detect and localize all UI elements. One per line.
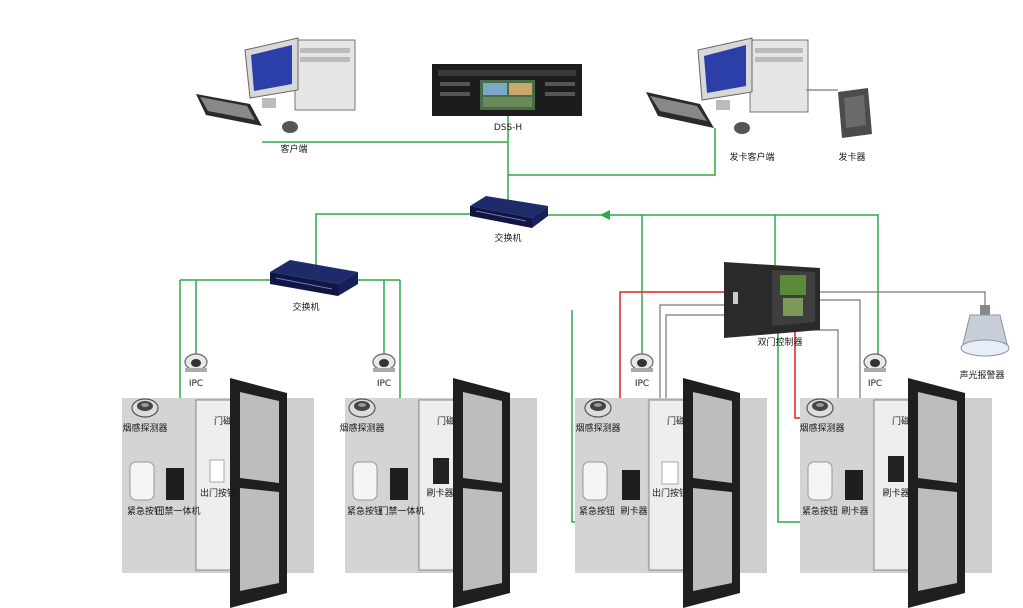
label-smoke-4: 烟感探测器 xyxy=(799,422,844,434)
ipc-camera-3 xyxy=(630,353,654,373)
label-ipc-2: IPC xyxy=(377,379,391,389)
strobe-light xyxy=(960,305,1010,357)
label-smoke-1: 烟感探测器 xyxy=(122,422,167,434)
label-all-in-one-2: 门禁一体机 xyxy=(379,505,424,517)
dss-server xyxy=(432,64,582,116)
flow-arrow-icon xyxy=(600,210,610,220)
left-switch xyxy=(270,260,358,296)
label-client-right: 发卡客户端 xyxy=(729,151,774,163)
label-card-issuer: 发卡器 xyxy=(838,151,865,163)
door-scene-1 xyxy=(121,377,315,608)
label-smoke-2: 烟感探测器 xyxy=(339,422,384,434)
smoke-detector-2 xyxy=(348,398,376,418)
label-card-reader-4: 刷卡器 xyxy=(841,505,868,517)
label-strobe-light: 声光报警器 xyxy=(959,369,1004,381)
smoke-detector-4 xyxy=(806,398,834,418)
door-scene-3 xyxy=(574,377,768,608)
smoke-detector-1 xyxy=(131,398,159,418)
label-exit-button-3: 出门按钮 xyxy=(652,487,688,499)
label-door-magnet-3: 门磁 xyxy=(667,415,685,427)
label-emergency-2: 紧急按钮 xyxy=(347,505,383,517)
label-ipc-1: IPC xyxy=(189,379,203,389)
smoke-detector-3 xyxy=(584,398,612,418)
core-switch xyxy=(470,196,548,228)
card-issuer-device xyxy=(838,88,872,138)
label-ipc-4: IPC xyxy=(868,379,882,389)
label-dual-door-controller: 双门控制器 xyxy=(757,336,802,348)
ipc-camera-1 xyxy=(184,353,208,373)
dual-door-controller xyxy=(724,262,820,338)
label-emergency-4: 紧急按钮 xyxy=(802,505,838,517)
label-ipc-3: IPC xyxy=(635,379,649,389)
label-exit-button-1: 出门按钮 xyxy=(200,487,236,499)
label-all-in-one-1: 门禁一体机 xyxy=(155,505,200,517)
label-card-reader-3: 刷卡器 xyxy=(620,505,647,517)
label-card-reader-4b: 刷卡器 xyxy=(882,487,909,499)
label-emergency-3: 紧急按钮 xyxy=(579,505,615,517)
label-client-left: 客户端 xyxy=(280,143,307,155)
door-scene-4 xyxy=(799,377,993,608)
label-door-magnet-4: 门磁 xyxy=(892,415,910,427)
client-pc-left xyxy=(196,37,356,133)
ipc-camera-2 xyxy=(372,353,396,373)
label-emergency-1: 紧急按钮 xyxy=(127,505,163,517)
label-smoke-3: 烟感探测器 xyxy=(575,422,620,434)
client-pc-right xyxy=(646,37,838,134)
label-door-magnet-2: 门磁 xyxy=(437,415,455,427)
door-scene-2 xyxy=(344,377,538,608)
label-left-switch: 交换机 xyxy=(292,301,319,313)
label-core-switch: 交换机 xyxy=(494,232,521,244)
ipc-camera-4 xyxy=(863,353,887,373)
label-door-magnet-1: 门磁 xyxy=(214,415,232,427)
label-card-reader-2: 刷卡器 xyxy=(426,487,453,499)
label-dss-server: DSS-H xyxy=(494,123,522,133)
